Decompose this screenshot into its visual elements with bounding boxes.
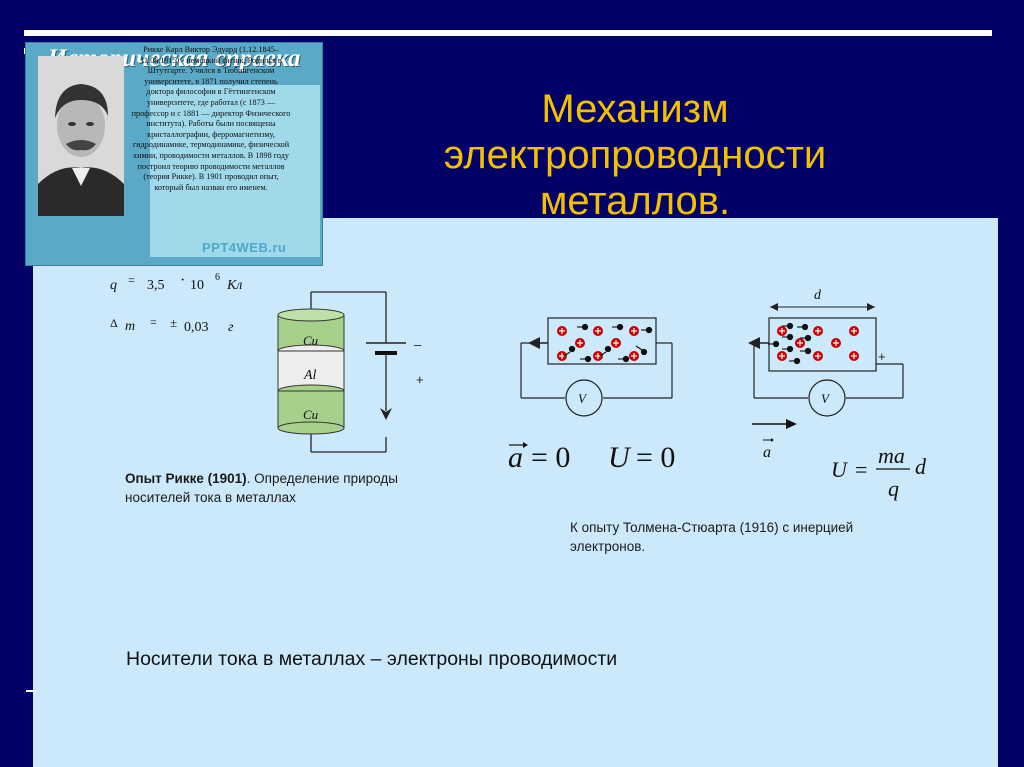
riecke-caption-bold: Опыт Рикке (1901) (125, 471, 247, 486)
formula-num: ma (878, 443, 905, 468)
voltmeter-2: V (821, 391, 831, 406)
q-exponent: 6 (215, 272, 220, 283)
historical-note-text: Рикке Карл Виктор Эдуард (1.12.1845–11.0… (131, 45, 291, 192)
q-label: q (110, 278, 117, 293)
q-unit: Кл (226, 278, 242, 293)
acceleration-label: a (763, 444, 771, 461)
q-ten: 10 (190, 278, 204, 293)
title-line-1: Механизм (541, 87, 729, 131)
voltmeter-1: V (578, 391, 588, 406)
battery-short-plate (375, 351, 397, 355)
title-line-2: электропроводности (443, 133, 827, 177)
content-panel (33, 218, 998, 767)
cylinder-mid-label: Al (303, 368, 317, 383)
formula-lhs: U (831, 457, 849, 482)
eq-u-var: U (608, 441, 632, 474)
tolman-circuit-rest (520, 317, 673, 417)
dm-pm: ± (170, 315, 177, 330)
title-line-3: металлов. (539, 179, 731, 223)
top-rule (24, 30, 992, 36)
tolman-caption: К опыту Толмена-Стюарта (1916) с инерцие… (570, 520, 854, 554)
riecke-caption: Опыт Рикке (1901). Определение природы н… (125, 469, 455, 507)
formula-eq: = (855, 457, 867, 482)
cylinder-top-label: Cu (303, 333, 319, 348)
side-mark (26, 690, 36, 692)
dm-delta: Δ (110, 316, 118, 330)
cylinder-stack (277, 308, 345, 435)
dm-unit: г (228, 320, 234, 335)
eq-a-rhs: = 0 (531, 441, 570, 474)
eq-a-var: a (508, 441, 523, 474)
eq-u-rhs: = 0 (636, 441, 675, 474)
particles-rest (557, 323, 653, 363)
summary-text: Носители тока в металлах – электроны про… (126, 648, 618, 670)
historical-note-body (150, 85, 320, 257)
slide-title: Механизм электропроводности металлов. (420, 86, 850, 224)
q-value: 3,5 (147, 278, 165, 293)
left-arrow-rest (528, 337, 540, 349)
watermark: PPT4WEB.ru (202, 240, 287, 255)
q-dot: · (180, 272, 185, 289)
riecke-portrait (38, 56, 124, 216)
left-arrow-accel (748, 337, 760, 349)
formula-den: q (888, 476, 899, 501)
riecke-caption-rest: . Определение природы носителей тока в м… (125, 471, 398, 505)
d-label: d (814, 288, 822, 303)
q-eq: = (128, 273, 135, 287)
dm-label: m (125, 319, 135, 334)
particles-accel (768, 322, 859, 365)
battery-minus: – (414, 337, 422, 352)
current-arrow (380, 408, 392, 420)
plus-accel: + (878, 349, 886, 364)
battery-plus: + (416, 372, 424, 387)
dm-eq: = (150, 315, 157, 329)
dm-value: 0,03 (184, 320, 209, 335)
formula-d: d (915, 454, 927, 479)
cylinder-bot-label: Cu (303, 407, 319, 422)
